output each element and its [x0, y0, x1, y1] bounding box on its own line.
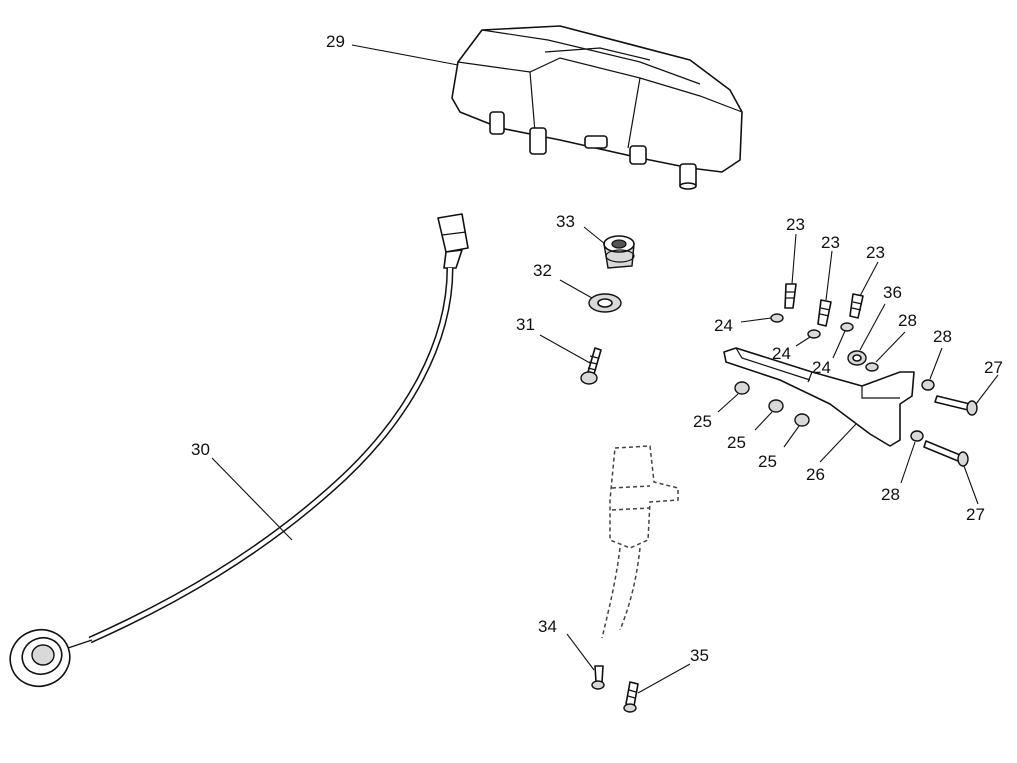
callout-33: 33 — [556, 212, 575, 231]
callout-25c: 25 — [758, 452, 777, 471]
washer-28b-part — [921, 379, 935, 391]
leader-34 — [566, 633, 595, 671]
sensor-cable-part — [9, 213, 469, 688]
grommet-part — [603, 235, 635, 269]
leader-25a — [717, 393, 739, 413]
callout-36: 36 — [883, 283, 902, 302]
grommet-25b-part — [768, 399, 784, 413]
leader-23a — [791, 233, 797, 285]
leader-23b — [825, 250, 833, 301]
callout-32: 32 — [533, 261, 552, 280]
washer-24c-part — [840, 322, 854, 332]
phantom-sensor-outline — [601, 445, 679, 639]
callout-34: 34 — [538, 617, 557, 636]
leader-27a — [975, 374, 999, 405]
callout-23c: 23 — [866, 243, 885, 262]
bolt-23c-part — [849, 293, 864, 319]
leader-28b — [929, 347, 943, 380]
callout-28c: 28 — [881, 485, 900, 504]
washer-part — [588, 293, 622, 313]
callout-27b: 27 — [966, 505, 985, 524]
bolt-27b-part — [923, 440, 969, 467]
leader-23c — [859, 261, 879, 297]
callout-23b: 23 — [821, 233, 840, 252]
bolt-27a-part — [934, 395, 978, 416]
washer-28a-part — [865, 362, 879, 372]
leader-28a — [875, 331, 906, 363]
grommet-25a-part — [734, 381, 750, 395]
callout-24b: 24 — [772, 344, 791, 363]
bracket-26-part — [723, 347, 915, 447]
leader-30 — [211, 457, 293, 541]
washer-24a-part — [770, 313, 784, 323]
callout-24c: 24 — [812, 358, 831, 377]
bolt-23b-part — [817, 299, 832, 327]
leader-31 — [539, 334, 591, 364]
callout-25b: 25 — [727, 433, 746, 452]
leader-25b — [754, 411, 773, 431]
callout-27a: 27 — [984, 358, 1003, 377]
instrument-cluster-part — [451, 25, 743, 190]
nut-36-part — [847, 350, 867, 366]
leader-27b — [963, 465, 979, 505]
callout-35: 35 — [690, 646, 709, 665]
leader-25c — [783, 425, 800, 448]
washer-24b-part — [807, 329, 821, 339]
grommet-25c-part — [794, 413, 810, 427]
leader-35 — [637, 663, 691, 694]
leader-29 — [351, 44, 459, 66]
bolt-23a-part — [784, 283, 797, 309]
callout-30: 30 — [191, 440, 210, 459]
callout-31: 31 — [516, 315, 535, 334]
leader-26 — [819, 423, 857, 463]
leader-28c — [900, 441, 916, 484]
leader-33 — [583, 226, 606, 245]
callout-23a: 23 — [786, 215, 805, 234]
callout-29: 29 — [326, 32, 345, 51]
leader-24a — [740, 317, 772, 323]
washer-28c-part — [910, 430, 924, 442]
bolt-34-part — [591, 665, 605, 690]
leader-24c — [832, 330, 846, 359]
leader-36 — [859, 303, 886, 351]
leader-32 — [559, 279, 593, 299]
callout-24a: 24 — [714, 316, 733, 335]
leader-24b — [795, 336, 811, 347]
callout-26: 26 — [806, 465, 825, 484]
callout-28a: 28 — [898, 311, 917, 330]
bolt-35-part — [623, 681, 639, 713]
callout-25a: 25 — [693, 412, 712, 431]
callout-28b: 28 — [933, 327, 952, 346]
screw-31-part — [580, 347, 602, 385]
